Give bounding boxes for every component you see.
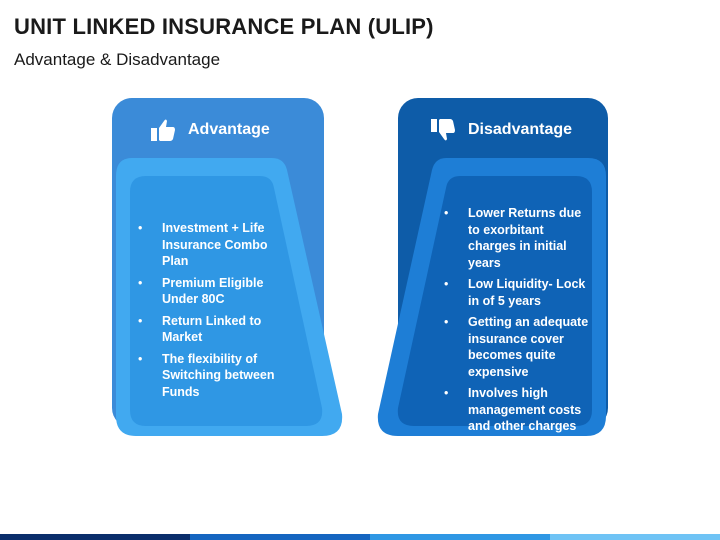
advantage-list: Investment + Life Insurance Combo Plan P… [138,220,288,405]
page-title: UNIT LINKED INSURANCE PLAN (ULIP) [14,14,434,39]
disadvantage-point: Involves high management costs and other… [444,385,594,435]
footer-segment [370,534,550,540]
footer-segment [190,534,370,540]
advantage-point: The flexibility of Switching between Fun… [138,351,288,401]
page-subtitle: Advantage & Disadvantage [14,50,221,69]
advantage-point: Return Linked to Market [138,313,288,346]
disadvantage-header: Disadvantage [430,118,572,142]
footer-segment [550,534,720,540]
advantage-point: Investment + Life Insurance Combo Plan [138,220,288,270]
disadvantage-point: Lower Returns due to exorbitant charges … [444,205,594,271]
advantage-point: Premium Eligible Under 80C [138,275,288,308]
thumbs-down-icon [430,118,456,142]
advantage-heading: Advantage [188,121,270,138]
disadvantage-heading: Disadvantage [468,121,573,138]
disadvantage-card: Disadvantage Lower Returns due to exorbi… [374,96,614,446]
disadvantage-point: Low Liquidity- Lock in of 5 years [444,276,594,309]
disadvantage-point: Getting an adequate insurance cover beco… [444,314,594,380]
disadvantage-list: Lower Returns due to exorbitant charges … [444,205,594,440]
advantage-card: Advantage Investment + Life Insurance Co… [110,96,350,446]
footer-segment [0,534,190,540]
advantage-header: Advantage [150,118,270,142]
footer-color-bar [0,534,720,540]
thumbs-up-icon [150,118,176,142]
